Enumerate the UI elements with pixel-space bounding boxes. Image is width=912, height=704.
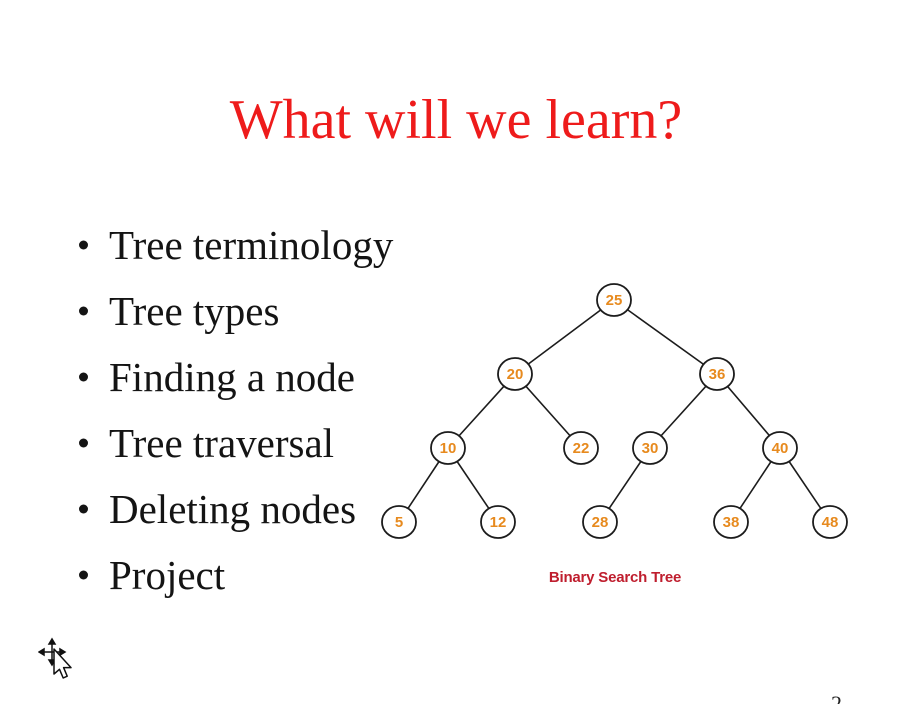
bullet-item: Tree traversal (76, 410, 393, 476)
tree-node-value: 5 (395, 514, 403, 531)
tree-node: 28 (582, 505, 618, 539)
tree-node: 40 (762, 431, 798, 465)
tree-node: 48 (812, 505, 848, 539)
tree-node-value: 22 (573, 440, 590, 457)
tree-node-value: 40 (772, 440, 789, 457)
tree-node-value: 30 (642, 440, 659, 457)
tree-node: 22 (563, 431, 599, 465)
bullet-text: Tree types (109, 288, 280, 334)
tree-node-value: 28 (592, 514, 609, 531)
move-arrows-icon (38, 637, 67, 667)
tree-node: 30 (632, 431, 668, 465)
tree-node: 36 (699, 357, 735, 391)
tree-node-value: 36 (709, 366, 726, 383)
tree-node-circle (480, 505, 516, 539)
tree-edge (514, 299, 615, 375)
tree-node-value: 20 (507, 366, 524, 383)
bullet-dot (79, 306, 88, 316)
bullet-dot (79, 240, 88, 250)
arrow-pointer-icon (53, 648, 72, 679)
tree-node-circle (497, 357, 533, 391)
tree-node-value: 12 (490, 514, 507, 531)
tree-node-circle (430, 431, 466, 465)
tree-edge (716, 373, 781, 449)
tree-edge (599, 447, 651, 523)
bullet-text: Tree terminology (109, 222, 394, 268)
bullet-text: Finding a node (109, 354, 355, 400)
bullet-item: Deleting nodes (76, 476, 393, 542)
tree-node: 20 (497, 357, 533, 391)
tree-edge (779, 447, 831, 523)
tree-edge (613, 299, 718, 375)
bullet-text: Tree traversal (109, 420, 335, 466)
tree-edge (649, 373, 718, 449)
slide-title: What will we learn? (229, 89, 683, 151)
tree-node-circle (713, 505, 749, 539)
tree-node-circle (596, 283, 632, 317)
bullet-list: Tree terminology Tree types Finding a no… (76, 212, 393, 608)
tree-node: 38 (713, 505, 749, 539)
tree-node: 25 (596, 283, 632, 317)
bullet-item: Finding a node (76, 344, 393, 410)
tree-node-circle (632, 431, 668, 465)
tree-edge (447, 373, 516, 449)
tree-node-value: 10 (440, 440, 457, 457)
page-number: 2 (831, 691, 842, 704)
move-cursor-icon (38, 637, 72, 679)
bullet-text: Project (109, 552, 226, 598)
tree-node-value: 25 (606, 292, 623, 309)
tree-edge (447, 447, 499, 523)
tree-node-circle (582, 505, 618, 539)
tree-node-value: 48 (822, 514, 839, 531)
tree-edge (514, 373, 582, 449)
bullet-dot (79, 372, 88, 382)
bullet-dot (79, 570, 88, 580)
bullet-dot (79, 438, 88, 448)
tree-node-circle (812, 505, 848, 539)
bullet-item: Tree types (76, 278, 393, 344)
tree-node: 10 (430, 431, 466, 465)
tree-edge (398, 447, 449, 523)
bullet-text: Deleting nodes (109, 486, 357, 532)
bullet-item: Tree terminology (76, 212, 393, 278)
bullet-dot (79, 504, 88, 514)
tree-node-circle (762, 431, 798, 465)
tree-node-circle (563, 431, 599, 465)
bullet-item: Project (76, 542, 393, 608)
tree-edge (730, 447, 781, 523)
tree-node-circle (699, 357, 735, 391)
tree-node-value: 38 (723, 514, 740, 531)
diagram-caption: Binary Search Tree (548, 569, 682, 586)
tree-node: 12 (480, 505, 516, 539)
